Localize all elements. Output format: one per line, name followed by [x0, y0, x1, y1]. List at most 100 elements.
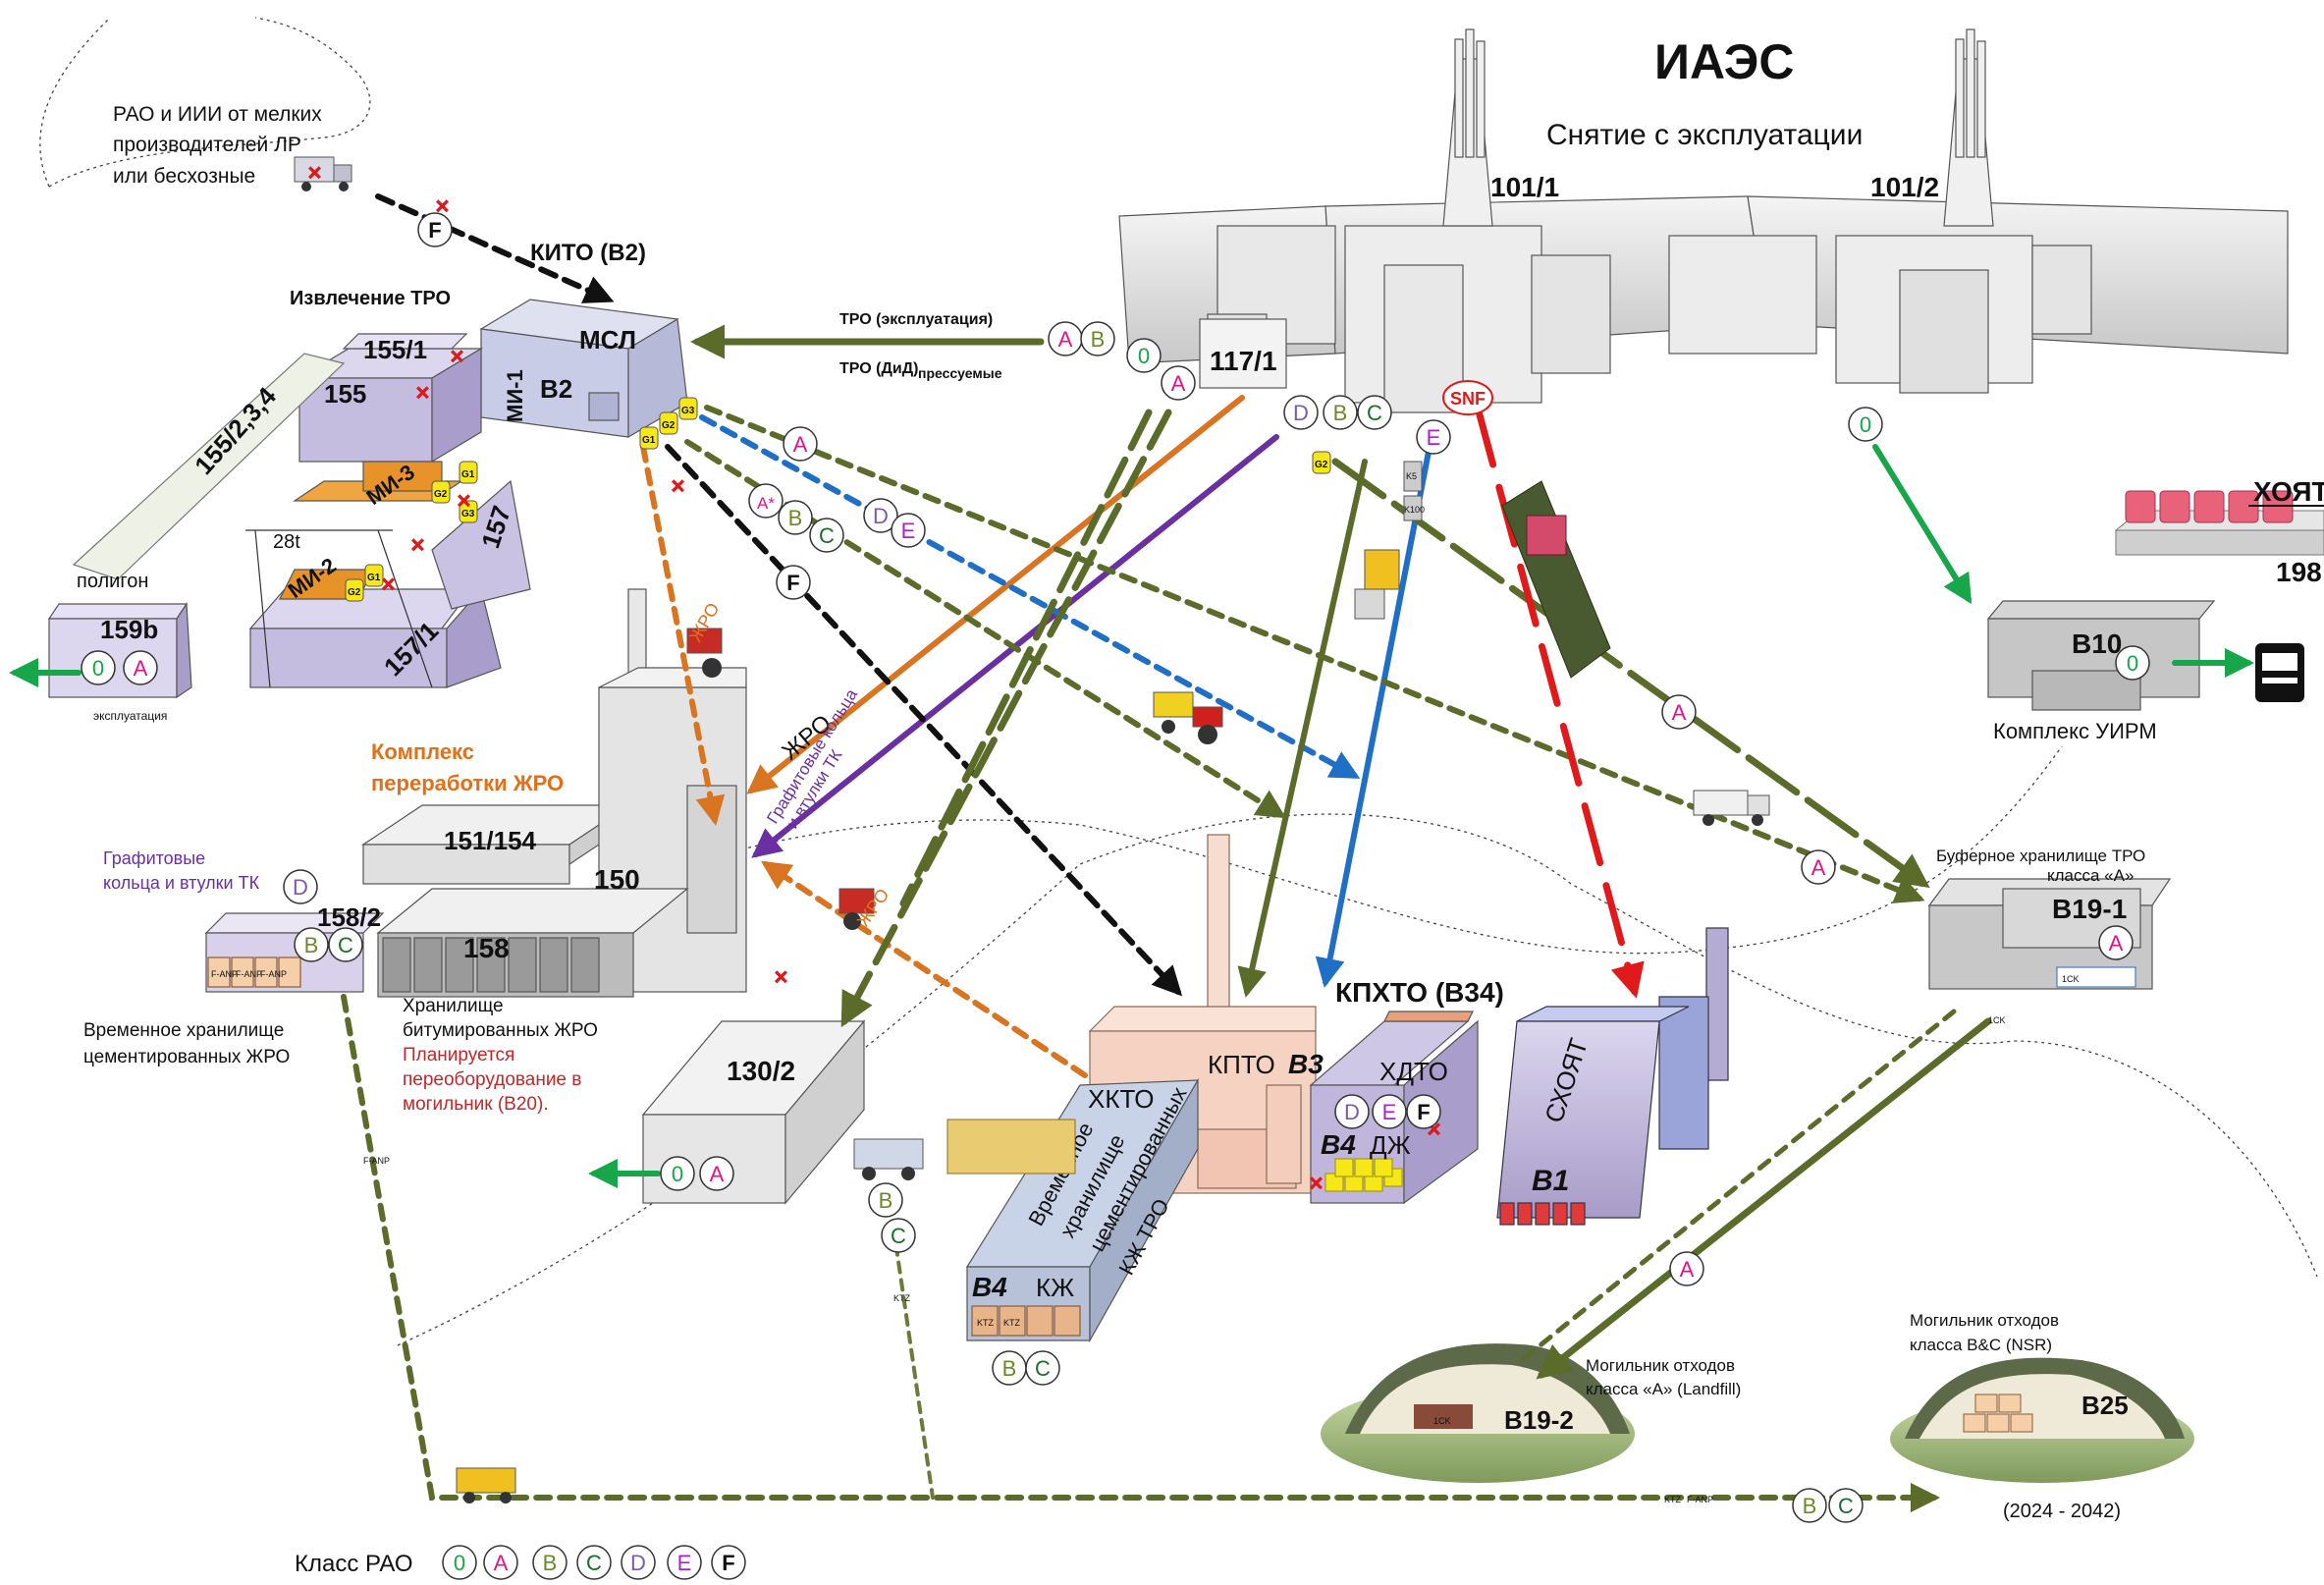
svg-text:F: F [1417, 1100, 1430, 1124]
plan-label-1: Планируется [403, 1045, 514, 1066]
label-b10: В10 [2072, 629, 2122, 659]
page-subtitle: Снятие с эксплуатации [1546, 119, 1863, 151]
label-158-2: 158/2 [317, 902, 381, 932]
svg-text:B: B [543, 1551, 558, 1575]
class-badge-a-star: A* [749, 484, 783, 518]
svg-text:A: A [1811, 855, 1826, 880]
rao-small-1: РАО и ИИИ от мелких [113, 103, 322, 126]
svg-text:A: A [1672, 700, 1687, 725]
class-badge-a: A [784, 427, 817, 461]
class-badge-zero: 0 [2116, 646, 2149, 680]
truck-icon [1694, 791, 1769, 826]
landfill-label-1: Могильник отходов [1586, 1356, 1735, 1375]
label-tro-exploitation: ТРО (эксплуатация) [839, 311, 993, 328]
label-158: 158 [463, 933, 510, 963]
plan-label-2: переоборудование в [403, 1069, 581, 1090]
svg-text:0: 0 [672, 1162, 683, 1186]
class-badge-a: A [1162, 366, 1195, 400]
page-title: ИАЭС [1654, 34, 1794, 89]
label-uirm: Комплекс УИРМ [1993, 719, 2157, 743]
svg-text:B: B [1803, 1494, 1817, 1518]
legend-label: Класс РАО [295, 1551, 413, 1577]
label-1ck-2: 1CK [1433, 1416, 1451, 1426]
label-b3: В3 [1288, 1049, 1324, 1079]
class-badge-a: A [1662, 695, 1696, 729]
label-extraction: Извлечение ТРО [290, 288, 451, 309]
label-dzh: ДЖ [1370, 1130, 1411, 1160]
temp-storage-1: Временное хранилище [83, 1020, 284, 1041]
svg-text:0: 0 [1138, 344, 1150, 368]
svg-text:E: E [1382, 1100, 1397, 1124]
label-101-1: 101/1 [1490, 172, 1559, 202]
svg-text:F: F [428, 218, 441, 243]
label-k100: K100 [1404, 505, 1425, 515]
label-exploitation: эксплуатация [93, 709, 167, 723]
class-badge-b: B [993, 1351, 1026, 1385]
bitum-label-1: Хранилище [403, 996, 504, 1016]
b25-nsr [1890, 1358, 2194, 1483]
label-g2-right: G2 [1315, 460, 1328, 470]
class-badge-b: B [1081, 322, 1114, 355]
label-b25: В25 [2081, 1391, 2129, 1420]
svg-text:B: B [1002, 1356, 1017, 1381]
svg-text:SNF: SNF [1450, 389, 1486, 409]
label-ktz-4: KTZ [893, 1293, 911, 1303]
label-155-1: 155/1 [363, 335, 427, 364]
rail-car-icon [1502, 481, 1610, 678]
svg-text:A*: A* [757, 494, 775, 513]
label-hoyat: ХОЯТ [2253, 476, 2324, 507]
svg-text:0: 0 [2127, 651, 2138, 676]
label-g2-157: G2 [434, 489, 448, 500]
class-badge-b: B [533, 1546, 567, 1579]
class-badge-a: A [1670, 1252, 1703, 1285]
truck-icon [2255, 643, 2304, 702]
svg-text:C: C [338, 933, 353, 957]
svg-text:C: C [1035, 1356, 1051, 1381]
label-mi1: МИ-1 [503, 369, 527, 422]
nsr-label-1: Могильник отходов [1910, 1311, 2059, 1330]
class-badge-zero: 0 [1127, 339, 1161, 372]
svg-text:D: D [1344, 1100, 1360, 1124]
class-badge-a: A [124, 651, 157, 684]
class-badge-d: D [284, 870, 317, 903]
class-badge-f: F [1407, 1095, 1440, 1128]
class-badge-a: A [2099, 926, 2133, 959]
truck-icon [854, 1120, 1075, 1180]
bitum-label-2: битумированных ЖРО [403, 1020, 598, 1041]
truck-icon [457, 1468, 515, 1503]
class-badge-zero: 0 [81, 651, 115, 684]
class-badge-e: E [892, 514, 925, 547]
label-g3: G3 [681, 406, 695, 416]
svg-text:F: F [786, 571, 799, 595]
b19-1-building [1929, 879, 2170, 989]
svg-text:D: D [293, 875, 308, 900]
class-badge-b: B [295, 928, 328, 961]
label-g1: G1 [642, 435, 656, 446]
class-badge-d: D [1284, 396, 1318, 429]
rao-small-3: или бесхозные [113, 165, 255, 188]
class-badge-c: C [1026, 1351, 1059, 1385]
class-badge-d: D [622, 1546, 655, 1579]
class-badge-f: F [777, 566, 810, 599]
plan-label-3: могильник (В20). [403, 1094, 549, 1115]
label-polygon: полигон [77, 571, 148, 592]
snf-badge: SNF [1443, 381, 1492, 414]
class-badge-f: F [712, 1546, 745, 1579]
class-badge-zero: 0 [661, 1157, 694, 1190]
label-150: 150 [594, 864, 640, 895]
svg-text:B: B [304, 933, 319, 957]
label-b2: В2 [540, 374, 572, 404]
graphite-label-1: Графитовые [103, 848, 205, 868]
complex-label-1: Комплекс [371, 739, 474, 764]
svg-text:B: B [1333, 401, 1348, 425]
label-117-1: 117/1 [1210, 346, 1277, 376]
label-1ck-3: 1CK [1988, 1015, 2006, 1025]
svg-text:A: A [1680, 1257, 1695, 1282]
class-badge-c: C [329, 928, 362, 961]
label-ktz-3: KTZ [1664, 1495, 1682, 1504]
class-badge-e: E [668, 1546, 701, 1579]
label-pressed: прессуемые [918, 365, 1002, 381]
arrow-olive-to-b19-1 [1335, 462, 1924, 884]
label-kzh: КЖ [1036, 1273, 1074, 1302]
